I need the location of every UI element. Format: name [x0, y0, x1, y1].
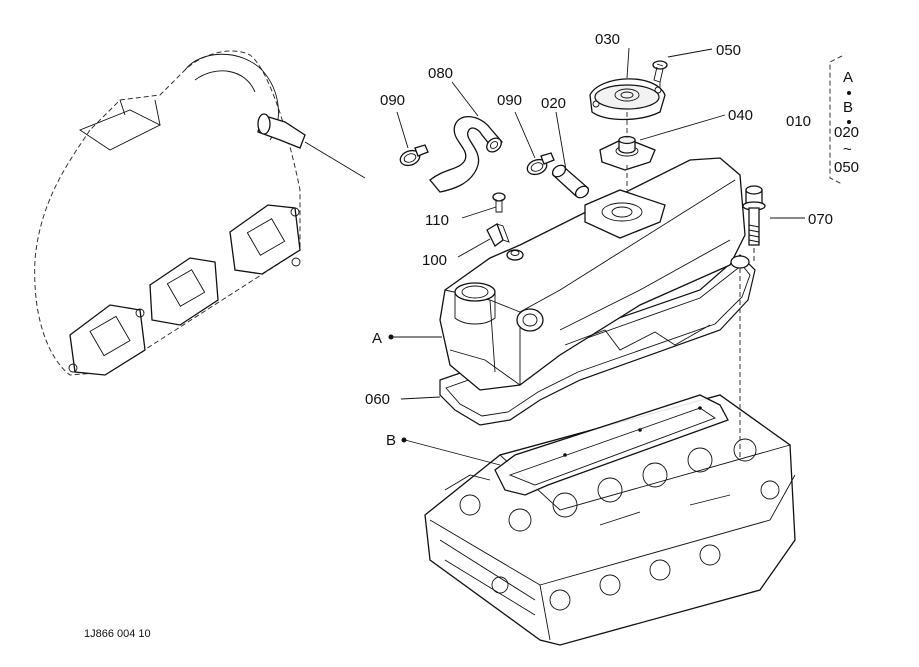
clip-100 [486, 223, 510, 247]
kit-bracket [829, 55, 843, 185]
kit-line-050: 050 [834, 159, 859, 176]
breather-hose-080 [429, 116, 503, 193]
bolt-070 [742, 185, 766, 246]
kit-dot-1 [847, 91, 851, 95]
kit-line-tilde: ~ [843, 141, 852, 158]
callout-020: 020 [541, 95, 566, 112]
head-gasket-b [494, 394, 729, 496]
breather-cover-030 [589, 78, 666, 121]
cover-gasket-060 [439, 254, 756, 426]
callout-030: 030 [595, 31, 620, 48]
kit-dot-2 [847, 120, 851, 124]
kit-line-b: B [843, 99, 853, 116]
figure-code: 1J866 004 10 [84, 628, 151, 640]
callout-100: 100 [422, 252, 447, 269]
hose-clamp-090-left [399, 144, 429, 167]
hose-clamp-090-right [526, 152, 555, 176]
pipe-020 [551, 164, 590, 199]
callout-010: 010 [786, 113, 811, 130]
callout-080: 080 [428, 65, 453, 82]
valve-cover-a [439, 157, 750, 391]
ref-dot-b [401, 437, 407, 443]
callout-090-left: 090 [380, 92, 405, 109]
callout-110: 110 [425, 212, 449, 229]
callout-ref-b: B [386, 432, 396, 449]
ref-dot-a [388, 334, 394, 340]
callout-090-right: 090 [497, 92, 522, 109]
small-bolt-110 [492, 192, 506, 213]
screw-050 [652, 60, 668, 83]
kit-line-a: A [843, 69, 853, 86]
callout-ref-a: A [372, 330, 382, 347]
exhaust-manifold-outline [34, 50, 366, 376]
callout-060: 060 [365, 391, 390, 408]
callout-050: 050 [716, 42, 741, 59]
leader-lines [391, 47, 805, 466]
diaphragm-040 [599, 135, 656, 171]
callout-040: 040 [728, 107, 753, 124]
callout-070: 070 [808, 211, 833, 228]
kit-line-020: 020 [834, 124, 859, 141]
